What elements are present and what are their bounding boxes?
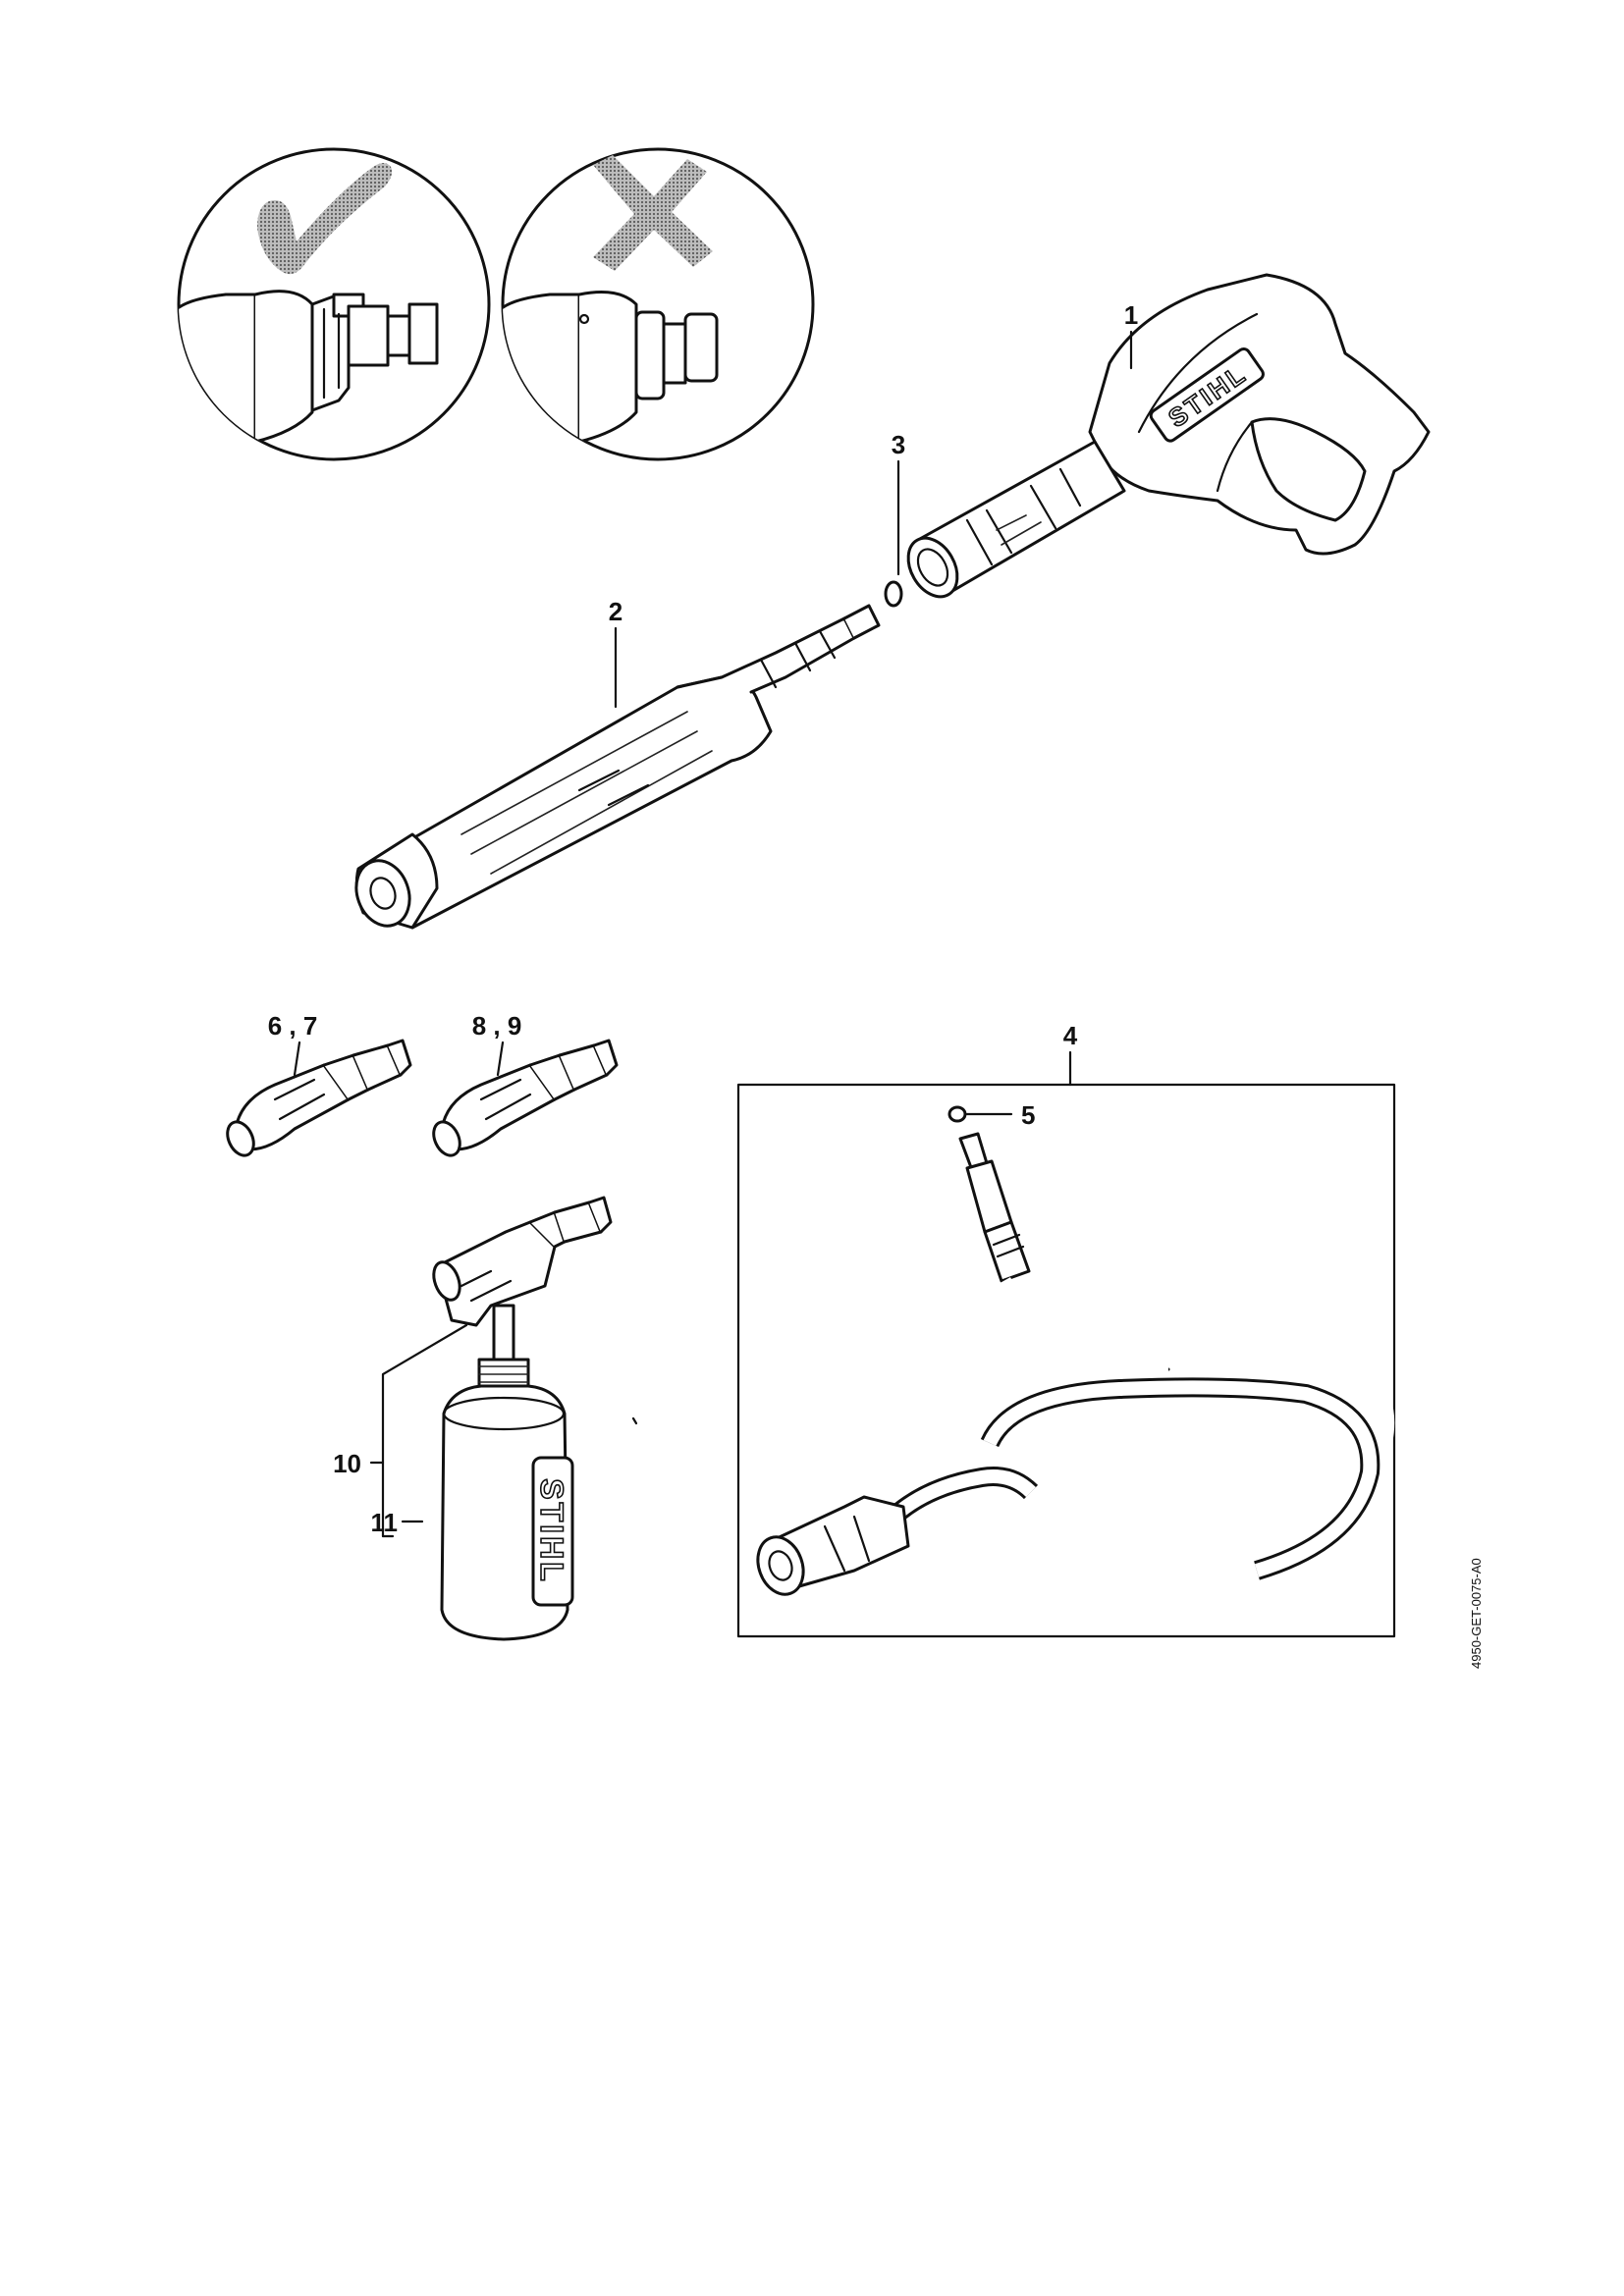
callout-11: 11	[371, 1508, 399, 1537]
callout-6-7: 6 , 7	[268, 1011, 318, 1041]
spray-gun: STIHL	[906, 273, 1431, 599]
oring-lance	[884, 580, 903, 608]
callout-1: 1	[1124, 300, 1138, 330]
cross-mark-icon	[593, 155, 713, 271]
check-mark-icon	[257, 163, 393, 275]
oring-hose	[947, 1105, 967, 1123]
hose-box	[736, 1083, 1396, 1638]
foam-nozzle	[432, 1196, 613, 1366]
spray-lance	[354, 604, 881, 930]
callout-2: 2	[609, 597, 623, 626]
callout-bracket-10-11	[369, 1323, 468, 1538]
leader-lines	[293, 330, 1133, 1523]
high-pressure-hose	[756, 1132, 1395, 1596]
callout-3: 3	[892, 430, 905, 459]
callout-10: 10	[333, 1449, 361, 1478]
stray-mark	[631, 1416, 638, 1425]
callout-8-9: 8 , 9	[472, 1011, 522, 1041]
bottle-logo: STIHL	[534, 1478, 569, 1583]
callout-4: 4	[1063, 1021, 1078, 1050]
nozzle-6-7	[226, 1039, 412, 1157]
figure-code: 4950-GET-0075-A0	[1469, 1558, 1484, 1669]
inset-incorrect-connection	[501, 147, 815, 461]
callout-5: 5	[1021, 1100, 1035, 1130]
inset-correct-connection	[177, 147, 491, 461]
nozzle-8-9	[432, 1039, 619, 1157]
foam-bottle: STIHL	[440, 1358, 574, 1641]
